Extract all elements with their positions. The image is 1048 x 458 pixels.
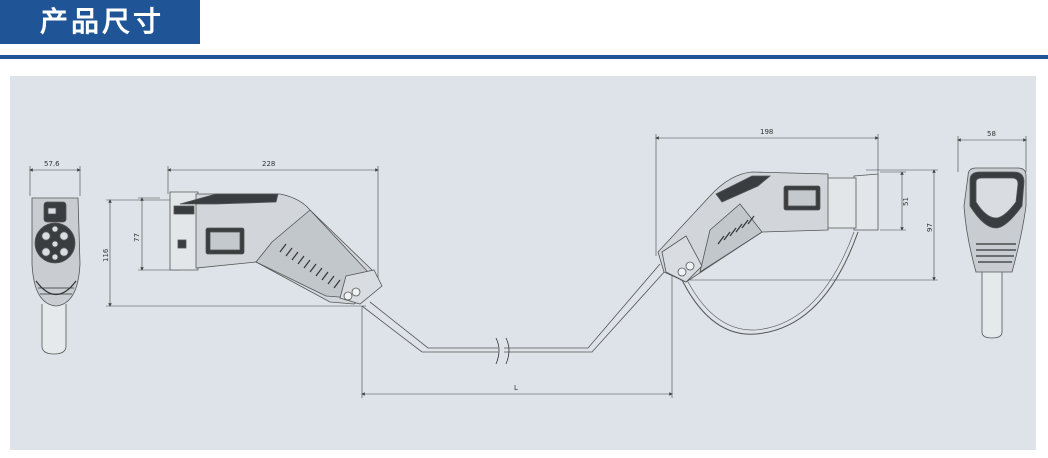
left-connector	[169, 191, 383, 305]
side-view-cable	[981, 266, 1003, 339]
dim-left-inner-height: 77	[133, 233, 141, 242]
pin-hole	[51, 225, 59, 233]
pin-hole	[41, 231, 51, 241]
dim-side-width: 58	[987, 130, 996, 138]
right-connector-nose	[853, 173, 879, 231]
title-divider	[0, 55, 1048, 59]
dim-right-inner-height: 51	[902, 197, 910, 206]
title-banner: 产品尺寸	[0, 0, 200, 44]
pin-hole	[59, 247, 69, 257]
drawing-panel: 57.6 228 116 77	[10, 76, 1036, 450]
pin-hole	[51, 240, 59, 248]
dim-right-length: 198	[760, 128, 773, 136]
front-view-cable	[41, 304, 67, 355]
dim-front-height: 116	[102, 248, 110, 262]
dim-left-length: 228	[262, 160, 275, 168]
pin-hole	[51, 253, 59, 261]
front-view	[31, 197, 81, 355]
right-connector	[657, 171, 879, 335]
technical-drawing: 57.6 228 116 77	[29, 128, 1027, 398]
right-connector-grip	[699, 203, 763, 273]
pin-hole	[41, 247, 51, 257]
right-connector-cable-loop	[679, 231, 859, 335]
cable-break-mark	[495, 337, 510, 365]
front-width-dimension: 57.6	[29, 160, 81, 196]
right-connector-cable-boot	[661, 235, 703, 283]
dimension-lines-left	[106, 166, 379, 398]
dim-cable-length: L	[514, 384, 518, 392]
pin-hole	[59, 231, 69, 241]
side-view	[963, 167, 1027, 339]
dim-right-height: 97	[926, 223, 934, 232]
left-connector-latch	[179, 193, 279, 205]
page-title: 产品尺寸	[40, 5, 165, 38]
right-connector-latch	[715, 175, 772, 203]
cable-length-dimension: L	[361, 276, 673, 398]
dimension-lines-right	[655, 134, 938, 281]
dim-front-width: 57.6	[44, 160, 60, 168]
charging-cable	[361, 263, 667, 365]
side-width-dimension: 58	[957, 130, 1027, 172]
